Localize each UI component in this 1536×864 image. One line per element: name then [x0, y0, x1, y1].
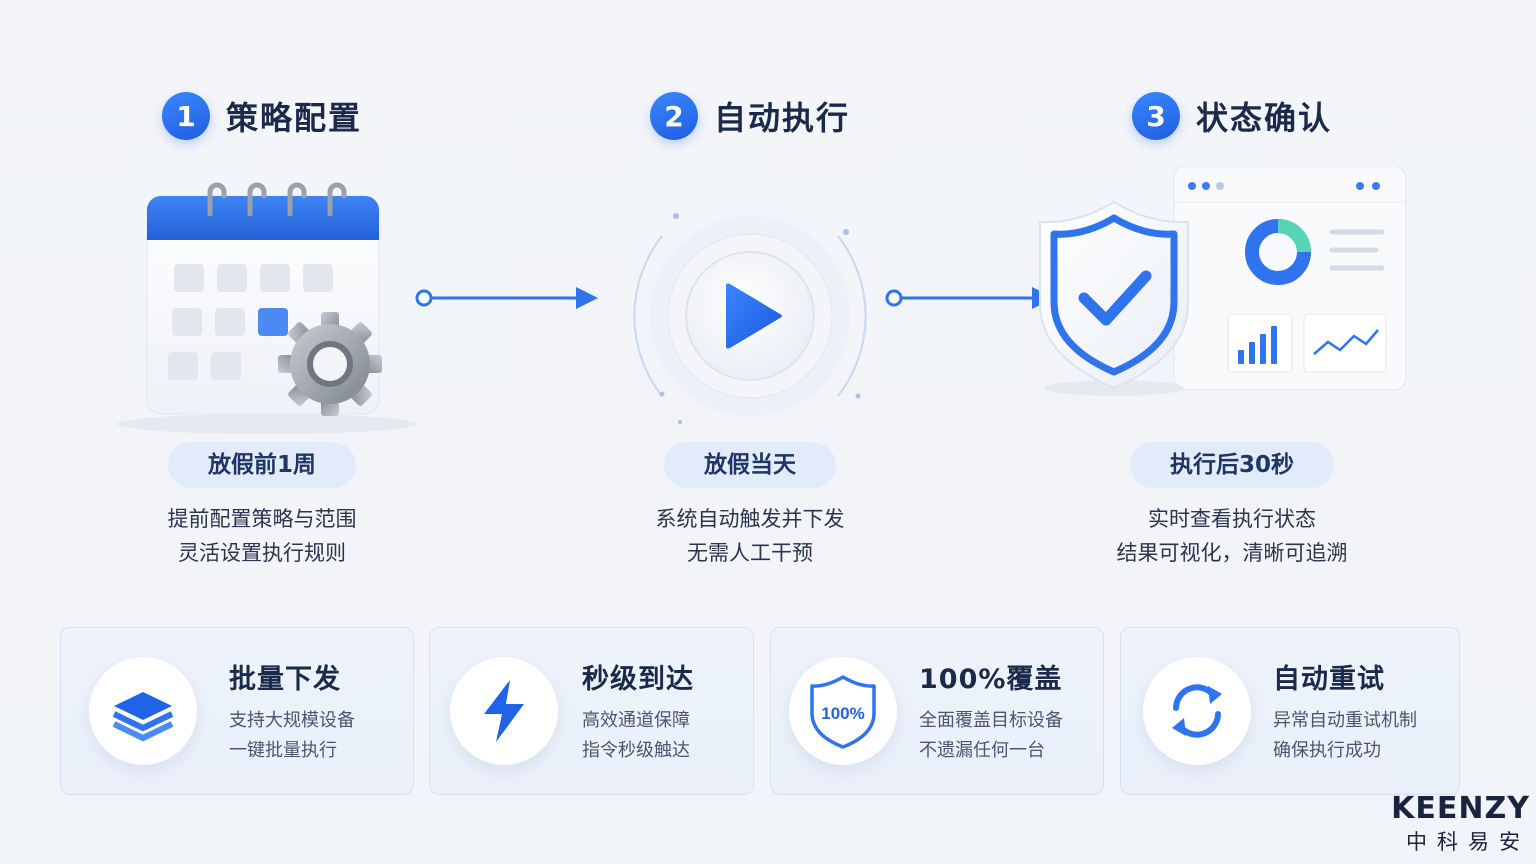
feature-text: 秒级到达 高效通道保障 指令秒级触达	[582, 657, 694, 766]
flow-arrow-1	[415, 287, 598, 309]
description-line: 系统自动触发并下发	[655, 507, 845, 531]
time-label: 放假前1周	[167, 442, 356, 488]
step-header: 3 状态确认	[1022, 88, 1442, 144]
calendar-gear-illustration	[52, 166, 472, 436]
calendar-gear-icon	[117, 182, 417, 434]
shield-100-text: 100%	[821, 704, 864, 723]
shield-dashboard-illustration	[1022, 166, 1442, 436]
feature-description: 高效通道保障 指令秒级触达	[582, 706, 694, 766]
feature-title: 100%覆盖	[919, 663, 1063, 695]
brand-logo: KEENZY 中科易安	[1391, 792, 1530, 858]
feature-card-speed: 秒级到达 高效通道保障 指令秒级触达	[429, 627, 754, 795]
description-line: 灵活设置执行规则	[178, 541, 346, 565]
feature-line: 确保执行成功	[1273, 739, 1381, 761]
feature-title: 批量下发	[229, 663, 341, 695]
feature-text: 自动重试 异常自动重试机制 确保执行成功	[1273, 657, 1417, 766]
feature-line: 高效通道保障	[582, 709, 690, 731]
feature-line: 指令秒级触达	[582, 739, 690, 761]
step-status-confirm: 3 状态确认	[1022, 88, 1442, 570]
time-label: 执行后30秒	[1129, 442, 1334, 488]
step-number-badge: 3	[1131, 92, 1180, 140]
feature-description: 异常自动重试机制 确保执行成功	[1273, 706, 1417, 766]
step-header: 1 策略配置	[52, 88, 472, 144]
feature-card-batch: 批量下发 支持大规模设备 一键批量执行	[60, 627, 414, 795]
play-illustration	[540, 166, 960, 436]
step-title: 自动执行	[713, 99, 850, 137]
shield-check-dashboard-icon	[1039, 166, 1407, 396]
time-label: 放假当天	[664, 442, 836, 488]
description-line: 无需人工干预	[687, 541, 813, 565]
feature-description: 支持大规模设备 一键批量执行	[229, 706, 355, 766]
step-auto-execute: 2 自动执行	[540, 88, 960, 570]
step-description: 提前配置策略与范围 灵活设置执行规则	[52, 502, 472, 570]
play-icon	[633, 213, 867, 424]
step-title: 策略配置	[225, 99, 362, 137]
feature-line: 支持大规模设备	[229, 709, 355, 731]
feature-line: 全面覆盖目标设备	[919, 709, 1063, 731]
step-number-badge: 2	[649, 92, 698, 140]
description-line: 实时查看执行状态	[1148, 507, 1316, 531]
feature-title: 自动重试	[1273, 663, 1385, 695]
feature-description: 全面覆盖目标设备 不遗漏任何一台	[919, 706, 1063, 766]
step-header: 2 自动执行	[540, 88, 960, 144]
brand-name-cn: 中科易安	[1406, 830, 1530, 854]
feature-line: 异常自动重试机制	[1273, 709, 1417, 731]
lightning-icon	[450, 657, 558, 765]
step-number-badge: 1	[161, 92, 210, 140]
description-line: 提前配置策略与范围	[167, 507, 357, 531]
feature-title: 秒级到达	[582, 663, 694, 695]
layers-icon	[89, 657, 197, 765]
brand-name-en: KEENZY	[1391, 791, 1530, 826]
step-title: 状态确认	[1195, 99, 1332, 137]
step-strategy-config: 1 策略配置	[52, 88, 472, 570]
feature-line: 一键批量执行	[229, 739, 337, 761]
step-description: 系统自动触发并下发 无需人工干预	[540, 502, 960, 570]
step-description: 实时查看执行状态 结果可视化，清晰可追溯	[1022, 502, 1442, 570]
shield-100-icon: 100%	[789, 657, 897, 765]
feature-card-coverage: 100% 100%覆盖 全面覆盖目标设备 不遗漏任何一台	[770, 627, 1104, 795]
feature-card-retry: 自动重试 异常自动重试机制 确保执行成功	[1120, 627, 1460, 795]
feature-text: 批量下发 支持大规模设备 一键批量执行	[229, 657, 355, 766]
description-line: 结果可视化，清晰可追溯	[1116, 541, 1348, 565]
refresh-icon	[1143, 657, 1251, 765]
feature-text: 100%覆盖 全面覆盖目标设备 不遗漏任何一台	[919, 657, 1063, 766]
feature-line: 不遗漏任何一台	[919, 739, 1045, 761]
